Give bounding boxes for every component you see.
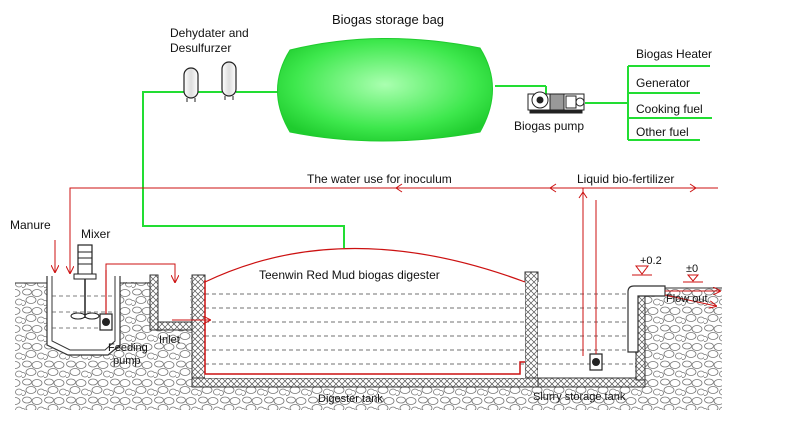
biogas-storage-bag-label: Biogas storage bag — [332, 12, 444, 27]
flow-out-label: Flow out — [666, 293, 708, 305]
water-inoculum-label: The water use for inoculum — [307, 172, 452, 186]
digester-title-label: Teenwin Red Mud biogas digester — [259, 268, 440, 282]
generator-label: Generator — [636, 76, 690, 90]
dehydrater-label-line2: Desulfurzer — [170, 41, 231, 55]
dehydrater-desulfurizer — [183, 61, 237, 102]
feeding-pump — [99, 270, 113, 331]
digester-tank-label: Digester tank — [318, 393, 383, 405]
biogas-storage-bag — [277, 38, 493, 142]
water-arrows — [395, 183, 697, 199]
cooking-fuel-label: Cooking fuel — [636, 102, 703, 116]
slurry-storage-tank — [537, 282, 666, 388]
biogas-pump-label: Biogas pump — [514, 119, 584, 133]
dehydrater-label-line1: Dehydater and — [170, 26, 249, 40]
other-fuel-label: Other fuel — [636, 125, 689, 139]
level-plus-label: +0.2 — [640, 255, 662, 267]
digester-tank — [191, 247, 539, 388]
flow-out-arrows — [664, 291, 720, 306]
inlet-label: Inlet — [159, 334, 180, 346]
liquid-biofertilizer-label: Liquid bio-fertilizer — [577, 172, 674, 186]
level-markers — [632, 265, 703, 283]
mixer — [70, 244, 100, 320]
biogas-heater-label: Biogas Heater — [636, 47, 712, 61]
feeding-pump-label-line2: pump — [113, 355, 141, 367]
feeding-pump-label-line1: Feeding — [108, 342, 148, 354]
slurry-storage-tank-label: Slurry storage tank — [533, 391, 626, 403]
level-zero-label: ±0 — [686, 263, 698, 275]
manure-label: Manure — [10, 218, 51, 232]
mixer-label: Mixer — [81, 227, 110, 241]
biogas-pump — [527, 91, 585, 114]
gas-pipeline — [142, 65, 712, 248]
